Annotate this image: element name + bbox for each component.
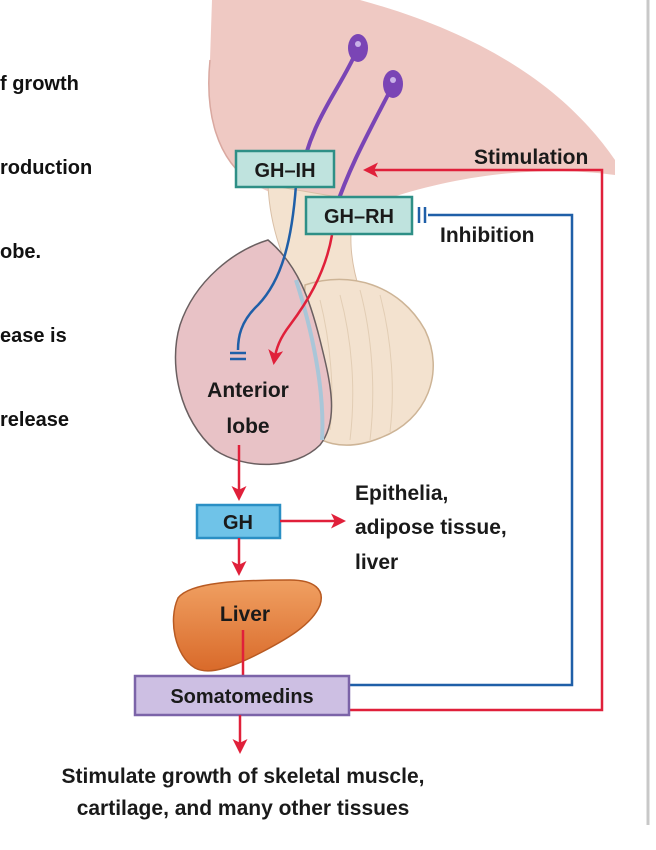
intro-line-4: ease is <box>0 325 67 347</box>
posterior-lobe-fibers <box>319 289 393 441</box>
liver-organ <box>172 579 322 672</box>
gh-ih-inhibitory-path <box>236 184 298 351</box>
gh-ih-label: GH–IH <box>254 160 315 182</box>
liver-label: Liver <box>220 603 270 626</box>
intro-line-5: release <box>0 409 69 431</box>
somatomedins-inhibition-feedback <box>350 213 574 687</box>
inhibition-label: Inhibition <box>440 224 534 247</box>
intro-line-3: obe. <box>0 241 42 263</box>
gh-rh-stimulatory-path <box>268 234 334 365</box>
intro-line-1: f growth <box>0 73 79 95</box>
gh-rh-box: GH–RH <box>304 195 414 236</box>
stimulation-label: Stimulation <box>474 146 588 169</box>
gh-ih-box: GH–IH <box>234 149 336 189</box>
gh-box: GH <box>195 503 282 540</box>
targets-label-line-2: adipose tissue, <box>355 516 507 539</box>
anterior-lobe-label-line-1: Anterior <box>207 379 289 402</box>
neuron-body-right <box>383 70 403 98</box>
gh-rh-label: GH–RH <box>324 206 394 228</box>
gh-label: GH <box>223 512 253 534</box>
somatomedins-stimulation-feedback <box>350 162 604 712</box>
intro-line-2: roduction <box>0 157 93 179</box>
posterior-lobe <box>299 278 434 446</box>
somatomedins-label: Somatomedins <box>170 686 313 708</box>
intro-text: f growth roduction obe. ease is release <box>0 14 92 462</box>
targets-label-line-1: Epithelia, <box>355 482 448 505</box>
result-label-line-1: Stimulate growth of skeletal muscle, <box>62 765 425 788</box>
neuron-nucleus-right <box>390 77 396 83</box>
targets-label-line-3: liver <box>355 551 398 574</box>
result-label-line-2: cartilage, and many other tissues <box>77 797 410 820</box>
somatomedins-box: Somatomedins <box>133 674 351 717</box>
anterior-lobe-label-line-2: lobe <box>226 415 269 438</box>
anterior-lobe <box>174 239 333 466</box>
neuron-nucleus-left <box>355 41 361 47</box>
neuron-body-left <box>348 34 368 62</box>
neuron-axon-right <box>333 86 394 211</box>
intermediate-cleft <box>294 279 325 441</box>
